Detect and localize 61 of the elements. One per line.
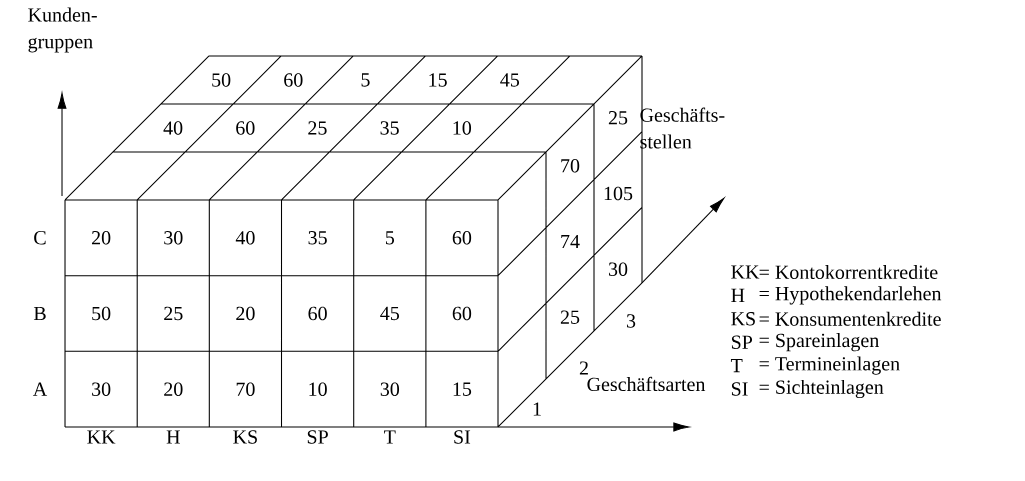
row-label: B (33, 306, 46, 321)
key-abbreviation: SP (731, 335, 753, 349)
key-abbreviation: T (730, 359, 743, 373)
depth-label: 3 (626, 314, 636, 328)
cell-value: 30 (92, 382, 111, 396)
key-description: = Kontokorrentkredite (759, 264, 938, 279)
cell-value: 74 (561, 234, 580, 249)
key-description: = Termineinlagen (759, 356, 900, 375)
cell-value: 15 (453, 382, 472, 396)
key-abbreviation: KK (731, 265, 760, 279)
cell-value: 60 (236, 121, 255, 135)
column-label: KS (233, 430, 257, 444)
column-label: SP (307, 430, 328, 444)
cell-value: 40 (163, 121, 183, 135)
cell-value: 20 (164, 382, 183, 396)
cell-value: 60 (452, 306, 472, 321)
cell-value: 40 (235, 231, 255, 245)
cell-value: 45 (500, 73, 520, 87)
cell-value: 60 (452, 231, 472, 245)
cell-value: 105 (604, 186, 633, 201)
cell-value: 70 (236, 382, 255, 396)
depth-label: 2 (579, 361, 588, 375)
key-abbreviation: H (731, 288, 745, 302)
key-abbreviation: SI (731, 382, 748, 396)
cell-value: 15 (429, 73, 447, 87)
cell-value: 35 (380, 121, 399, 135)
cell-value: 10 (309, 382, 327, 396)
cell-value: 50 (92, 306, 111, 321)
key-abbreviation: KS (731, 312, 755, 326)
cell-value: 25 (308, 121, 327, 135)
axis-title: Geschäfts- stellen (640, 107, 725, 149)
axis-title: Geschäftsarten (587, 376, 706, 392)
cell-value: 60 (308, 306, 327, 321)
cell-value: 30 (608, 262, 628, 276)
key-description: = Hypothekendarlehen (759, 286, 942, 305)
cell-value: 30 (164, 231, 183, 245)
cell-value: 30 (380, 382, 400, 396)
key-description: = Spareinlagen (759, 333, 879, 352)
cell-value: 10 (453, 121, 472, 135)
column-label: KK (87, 430, 116, 444)
cell-value: 25 (560, 310, 580, 324)
row-label: C (34, 231, 46, 245)
cell-value: 5 (361, 73, 370, 87)
column-label: T (384, 430, 396, 444)
column-label: H (166, 430, 180, 444)
cell-value: 70 (561, 159, 580, 173)
cell-value: 45 (380, 306, 400, 321)
key-description: = Konsumentenkredite (759, 311, 941, 326)
key-description: = Sichteinlagen (759, 379, 884, 399)
column-label: SI (454, 430, 471, 444)
cell-value: 5 (386, 231, 395, 245)
row-label: A (33, 382, 48, 396)
cell-value: 20 (92, 231, 111, 245)
cell-value: 50 (212, 73, 231, 87)
depth-label: 1 (533, 402, 541, 416)
cell-value: 60 (284, 73, 303, 87)
axis-title: Kunden- gruppen (28, 7, 97, 53)
cell-value: 25 (164, 306, 183, 321)
cell-value: 35 (308, 231, 327, 245)
cell-value: 20 (236, 306, 255, 321)
cell-value: 25 (608, 111, 628, 125)
